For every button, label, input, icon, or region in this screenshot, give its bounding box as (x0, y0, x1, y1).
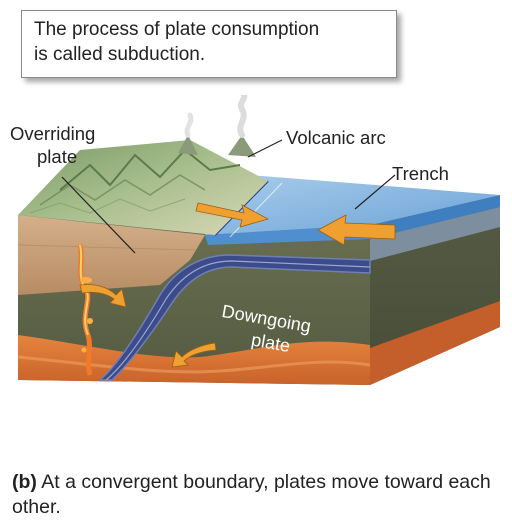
callout-line-2: is called subduction. (34, 44, 206, 65)
ocean-right-face (370, 195, 500, 239)
oceanic-lithosphere-right (370, 207, 500, 261)
pointer-volcanic-arc (247, 139, 283, 158)
steam-plume (237, 95, 248, 138)
overriding-plate-crust (18, 215, 205, 295)
label-overriding-line-1: Overriding (10, 123, 96, 144)
arrow-overriding-right (195, 202, 270, 228)
arrow-mantle-flow-left (79, 284, 127, 308)
mountain-ridges (59, 148, 241, 191)
caption-text: At a convergent boundary, plates move to… (12, 471, 491, 518)
ocean-surface (205, 175, 500, 235)
pointer-overriding (61, 176, 136, 254)
label-overriding-plate: Overriding plate (10, 122, 95, 168)
deep-mantle-right (370, 301, 500, 385)
caption-part-label: (b) (12, 471, 37, 493)
label-overriding-line-2: plate (37, 146, 78, 167)
pointer-trench (354, 174, 396, 210)
figure-caption: (b) At a convergent boundary, plates mov… (12, 470, 502, 520)
arrow-oceanic-left (317, 214, 396, 246)
subduction-callout: The process of plate consumption is call… (21, 10, 397, 78)
arrow-mantle-flow-slab (171, 342, 217, 368)
label-trench: Trench (392, 163, 449, 184)
downgoing-slab (97, 254, 371, 381)
label-volcanic-arc: Volcanic arc (286, 127, 386, 148)
callout-line-1: The process of plate consumption (34, 19, 320, 40)
deep-mantle-front (18, 335, 370, 385)
volcano-peak (228, 135, 256, 157)
subduction-block-diagram (17, 95, 500, 385)
